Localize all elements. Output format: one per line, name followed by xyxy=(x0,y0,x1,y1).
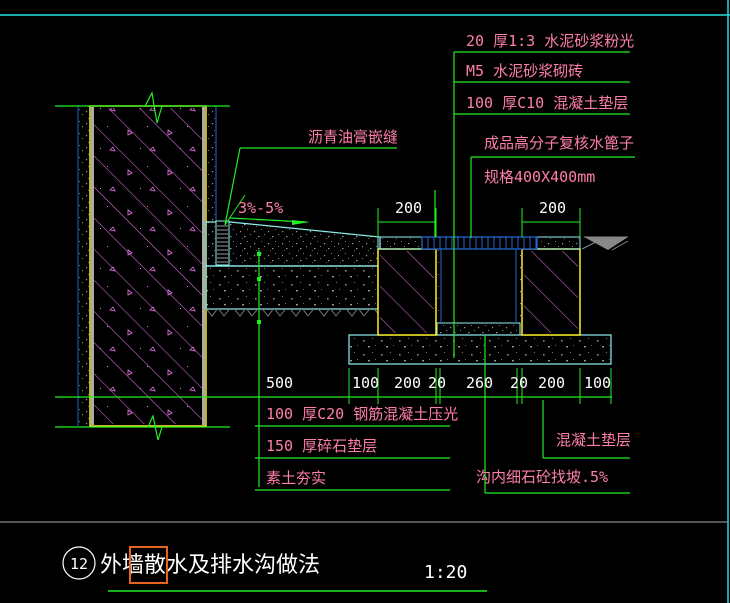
dimension-label: 100 xyxy=(584,374,611,392)
dim-top-left: 200 xyxy=(395,199,422,217)
callout-bottom-1: 100 厚C20 钢筋混凝土压光 xyxy=(266,405,458,423)
drawing-title: 外墙散水及排水沟做法 xyxy=(100,553,320,578)
break-symbol-bottom xyxy=(147,414,163,441)
trench-floor xyxy=(436,322,521,336)
compacted-soil xyxy=(206,309,378,325)
coping-left xyxy=(377,236,423,250)
dimension-label: 20 xyxy=(510,374,528,392)
dimension-label: 500 xyxy=(266,374,293,392)
slope-label: 3%-5% xyxy=(238,199,283,217)
callout-top-1: 20 厚1:3 水泥砂浆粉光 xyxy=(466,32,634,50)
title-suffix: 及排水沟做法 xyxy=(188,553,320,578)
grate-callout-line2: 规格400X400mm xyxy=(484,168,595,186)
wall-plaster-right xyxy=(206,106,216,266)
coping-right xyxy=(536,236,581,250)
callout-trench-fill: 沟内细石砼找坡.5% xyxy=(476,468,608,486)
gravel-layer xyxy=(205,265,379,310)
slope-arrow xyxy=(292,220,310,225)
dim-top-right: 200 xyxy=(539,199,566,217)
ground-level-symbol xyxy=(584,237,628,250)
trench-base-pad xyxy=(348,334,612,365)
dimension-label: 200 xyxy=(394,374,421,392)
callout-bottom-2: 150 厚碎石垫层 xyxy=(266,437,377,455)
detail-number: 12 xyxy=(70,555,88,573)
dimension-label: 260 xyxy=(466,374,493,392)
break-symbol-top xyxy=(144,91,163,124)
callout-top-3: 100 厚C10 混凝土垫层 xyxy=(466,94,628,112)
dimension-label: 200 xyxy=(538,374,565,392)
highlight-box xyxy=(129,546,168,584)
dimension-label: 100 xyxy=(352,374,379,392)
callout-pad: 混凝土垫层 xyxy=(556,431,631,449)
callout-bottom-3: 素土夯实 xyxy=(266,469,326,487)
callout-top-2: M5 水泥砂浆砌砖 xyxy=(466,62,583,80)
grate-callout-line1: 成品高分子复核水篦子 xyxy=(484,134,634,152)
detail-number-circle xyxy=(62,546,96,580)
title-prefix: 外墙 xyxy=(100,553,144,578)
apron-concrete xyxy=(205,221,381,267)
wall-plaster-left xyxy=(78,106,90,426)
drain-grate xyxy=(421,236,538,250)
joint-callout: 沥青油膏嵌缝 xyxy=(308,128,398,146)
dimension-label: 20 xyxy=(428,374,446,392)
drawing-scale: 1:20 xyxy=(424,562,467,583)
